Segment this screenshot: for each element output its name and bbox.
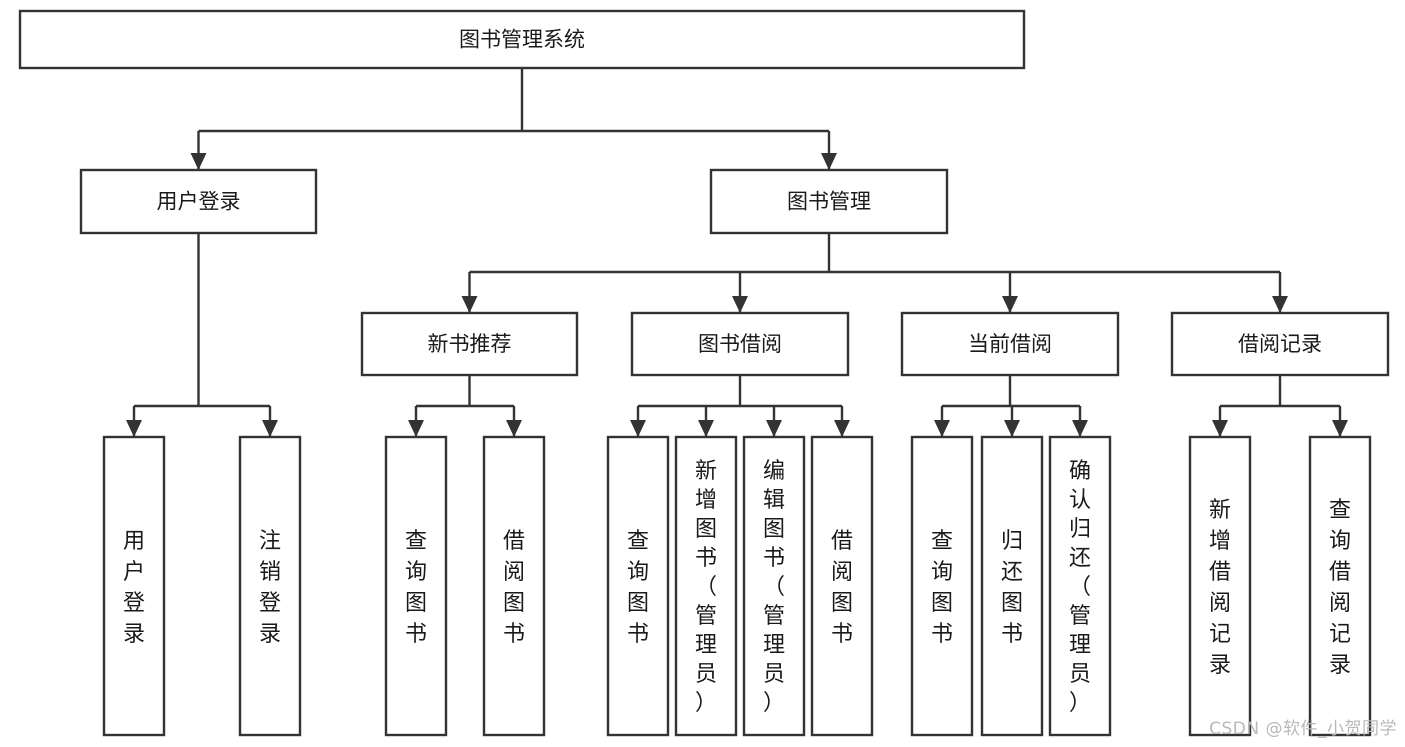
node-leaf-query-record-label: 查询借阅记录 xyxy=(1329,498,1351,678)
node-leaf-edit-book-label: 编辑图书（管理员） xyxy=(763,459,785,716)
node-leaf-query-book-1-label: 查询图书 xyxy=(405,529,427,647)
node-leaf-user-logout-label: 注销登录 xyxy=(259,529,281,647)
node-leaf-user-login[interactable]: 用户登录 xyxy=(102,435,166,737)
node-leaf-borrow-book-1[interactable]: 借阅图书 xyxy=(482,435,546,737)
node-leaf-user-logout[interactable]: 注销登录 xyxy=(238,435,302,737)
node-book-borrow[interactable]: 图书借阅 xyxy=(630,311,850,377)
node-leaf-query-book-3-label: 查询图书 xyxy=(931,529,953,647)
node-new-book-recommend-label: 新书推荐 xyxy=(428,332,512,356)
node-borrow-record[interactable]: 借阅记录 xyxy=(1170,311,1390,377)
node-current-borrow-label: 当前借阅 xyxy=(968,332,1052,356)
node-book-borrow-label: 图书借阅 xyxy=(698,332,782,356)
node-leaf-return-book[interactable]: 归还图书 xyxy=(980,435,1044,737)
node-book-management-label: 图书管理 xyxy=(787,190,871,214)
node-root-system[interactable]: 图书管理系统 xyxy=(18,9,1026,70)
node-leaf-query-book-3[interactable]: 查询图书 xyxy=(910,435,974,737)
node-leaf-query-record[interactable]: 查询借阅记录 xyxy=(1308,435,1372,737)
node-leaf-return-book-label: 归还图书 xyxy=(1001,529,1023,647)
nodes-layer: 图书管理系统用户登录图书管理新书推荐图书借阅当前借阅借阅记录用户登录注销登录查询… xyxy=(18,9,1390,737)
node-user-login[interactable]: 用户登录 xyxy=(79,168,318,235)
node-leaf-add-book[interactable]: 新增图书（管理员） xyxy=(674,435,738,737)
node-leaf-add-record-label: 新增借阅记录 xyxy=(1209,498,1231,678)
node-user-login-label: 用户登录 xyxy=(157,190,241,214)
node-leaf-query-book-2-label: 查询图书 xyxy=(627,529,649,647)
node-current-borrow[interactable]: 当前借阅 xyxy=(900,311,1120,377)
node-root-system-label: 图书管理系统 xyxy=(459,28,585,52)
node-book-management[interactable]: 图书管理 xyxy=(709,168,949,235)
connectors-layer xyxy=(126,68,1348,437)
node-leaf-user-login-label: 用户登录 xyxy=(123,529,145,647)
node-leaf-confirm-return[interactable]: 确认归还（管理员） xyxy=(1048,435,1112,737)
node-leaf-query-book-1[interactable]: 查询图书 xyxy=(384,435,448,737)
node-leaf-borrow-book-2-label: 借阅图书 xyxy=(831,529,853,647)
node-leaf-borrow-book-2[interactable]: 借阅图书 xyxy=(810,435,874,737)
node-leaf-add-book-label: 新增图书（管理员） xyxy=(695,459,717,716)
node-leaf-borrow-book-1-label: 借阅图书 xyxy=(503,529,525,647)
node-leaf-edit-book[interactable]: 编辑图书（管理员） xyxy=(742,435,806,737)
node-leaf-add-record[interactable]: 新增借阅记录 xyxy=(1188,435,1252,737)
node-new-book-recommend[interactable]: 新书推荐 xyxy=(360,311,579,377)
watermark: CSDN @软件_小贺同学 xyxy=(1209,719,1397,739)
node-leaf-query-book-2[interactable]: 查询图书 xyxy=(606,435,670,737)
node-borrow-record-label: 借阅记录 xyxy=(1238,332,1322,356)
node-leaf-confirm-return-label: 确认归还（管理员） xyxy=(1069,459,1091,716)
